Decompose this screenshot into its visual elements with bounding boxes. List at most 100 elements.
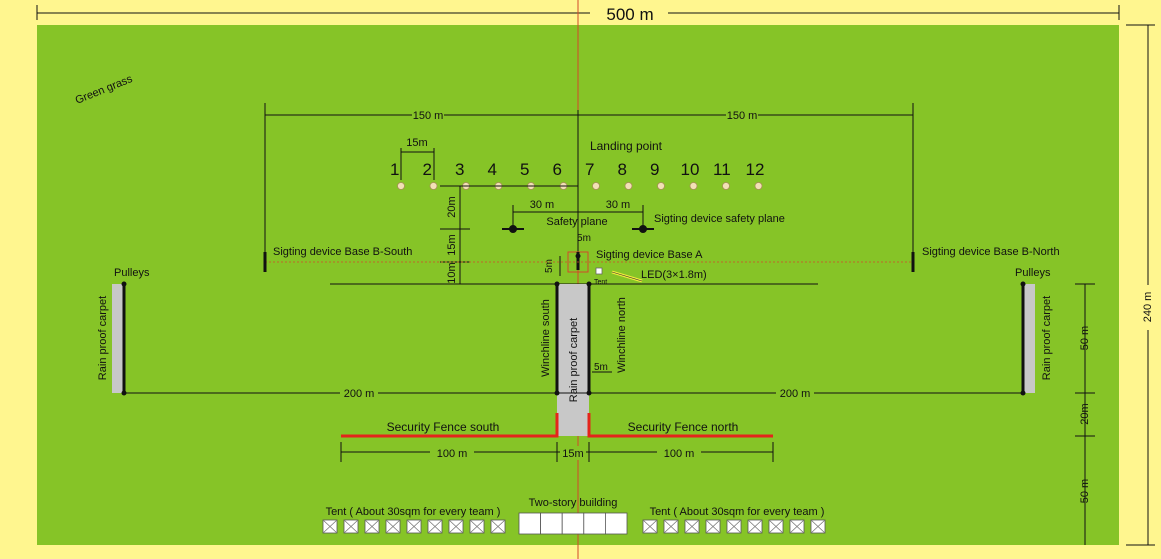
- right-rain-carpet-label: Rain proof carpet: [1041, 296, 1053, 380]
- landing-number: 5: [520, 160, 529, 179]
- safety-right-label: 30 m: [606, 199, 630, 211]
- building-unit: [540, 512, 563, 535]
- small-tent-label: Tent: [594, 279, 607, 286]
- fence-north-label: Security Fence north: [628, 420, 739, 434]
- building-unit: [561, 512, 585, 535]
- tent-box: [490, 519, 506, 534]
- base-a-5m-top-label: 5m: [577, 233, 591, 244]
- dot-spacing-label: 15m: [406, 137, 427, 149]
- winchlines: [555, 284, 591, 393]
- landing-dot: [592, 182, 600, 190]
- base-south-label: Sigting device Base B-South: [273, 246, 412, 258]
- right-pulleys-label: Pulleys: [1015, 267, 1051, 279]
- base-b-markers: [263, 252, 915, 272]
- landing-number: 2: [423, 160, 432, 179]
- left-rain-carpet-label: Rain proof carpet: [97, 296, 109, 380]
- building-unit: [583, 512, 606, 535]
- safety-device-markers: [502, 225, 654, 233]
- left-pulleys-label: Pulleys: [114, 267, 150, 279]
- landing-number: 11: [713, 160, 731, 179]
- center-rain-carpet-label: Rain proof carpet: [568, 318, 580, 402]
- winch-south-label: Winchline south: [540, 299, 552, 377]
- base-a-5m-side-label: 5m: [544, 259, 555, 273]
- v10-label: 10m: [446, 262, 458, 283]
- landing-point-title: Landing point: [590, 139, 663, 153]
- span-dimension-lines: [264, 103, 914, 265]
- safety-device-label: Sigting device safety plane: [654, 213, 785, 225]
- fence-north: [587, 413, 773, 438]
- fence-left-100-label: 100 m: [437, 448, 468, 460]
- landing-number: 6: [553, 160, 562, 179]
- landing-dot: [722, 182, 730, 190]
- tent-box: [747, 519, 763, 534]
- tent-box: [705, 519, 721, 534]
- landing-dot: [754, 182, 763, 190]
- fence-mid-15-label: 15m: [562, 448, 583, 460]
- right-50-bottom-label: 50 m: [1079, 479, 1091, 503]
- building-unit: [605, 512, 628, 535]
- tent-box: [684, 519, 700, 534]
- tent-right-label: Tent ( About 30sqm for every team ): [650, 506, 825, 518]
- left-rain-carpet: [112, 284, 124, 393]
- left-span-label-top: 150 m: [413, 110, 444, 122]
- landing-dot: [657, 182, 665, 190]
- base-north-label: Sigting device Base B-North: [922, 246, 1060, 258]
- tent-box: [343, 519, 359, 534]
- total-height-dimension: [1126, 24, 1155, 546]
- base-a-marker: [575, 253, 581, 259]
- right-200-label: 200 m: [780, 388, 811, 400]
- tent-box: [469, 519, 485, 534]
- landing-dot: [429, 182, 438, 190]
- tents-right: [642, 519, 826, 534]
- v20-label: 20m: [446, 196, 458, 217]
- right-vertical-dimensions: [1075, 283, 1095, 545]
- total-width-dimension: [36, 5, 1120, 20]
- building-label: Two-story building: [529, 497, 618, 509]
- landing-dot: [397, 182, 405, 190]
- building-unit: [518, 512, 542, 535]
- tent-box: [642, 519, 658, 534]
- v15-label: 15m: [446, 234, 458, 255]
- center-rain-carpet: [557, 284, 589, 436]
- right-span-label-top: 150 m: [727, 110, 758, 122]
- winch-5m-label: 5m: [594, 362, 608, 373]
- tent-box: [789, 519, 805, 534]
- total-height-label: 240 m: [1142, 292, 1154, 323]
- fence-south: [341, 413, 559, 438]
- landing-number: 9: [650, 160, 659, 179]
- fence-right-100-label: 100 m: [664, 448, 695, 460]
- right-50-top-label: 50 m: [1079, 326, 1091, 350]
- base-a-label: Sigting device Base A: [596, 249, 703, 261]
- tent-box: [427, 519, 443, 534]
- winch-north-label: Winchline north: [616, 297, 628, 373]
- fence-south-label: Security Fence south: [387, 420, 500, 434]
- two-story-building: [518, 512, 628, 535]
- safety-left-label: 30 m: [530, 199, 554, 211]
- dot-spacing-bracket: [400, 148, 435, 180]
- safety-plane-dimensions: [512, 205, 644, 228]
- tent-box: [406, 519, 422, 534]
- landing-number: 10: [681, 160, 700, 179]
- landing-number: 7: [585, 160, 594, 179]
- tent-box: [663, 519, 679, 534]
- tent-box: [810, 519, 826, 534]
- tent-box: [322, 519, 338, 534]
- tent-box: [768, 519, 784, 534]
- landing-number: 1: [390, 160, 399, 179]
- tents-left: [322, 519, 506, 534]
- small-tent-icon: [595, 267, 603, 275]
- tent-box: [364, 519, 380, 534]
- safety-plane-label: Safety plane: [546, 216, 607, 228]
- right-20-label: 20m: [1079, 403, 1091, 424]
- led-label: LED(3×1.8m): [641, 269, 707, 281]
- tent-left-label: Tent ( About 30sqm for every team ): [326, 506, 501, 518]
- landing-number: 3: [455, 160, 464, 179]
- tent-box: [726, 519, 742, 534]
- total-width-label: 500 m: [606, 5, 653, 24]
- left-200-label: 200 m: [344, 388, 375, 400]
- tent-box: [448, 519, 464, 534]
- right-rain-carpet: [1023, 284, 1035, 393]
